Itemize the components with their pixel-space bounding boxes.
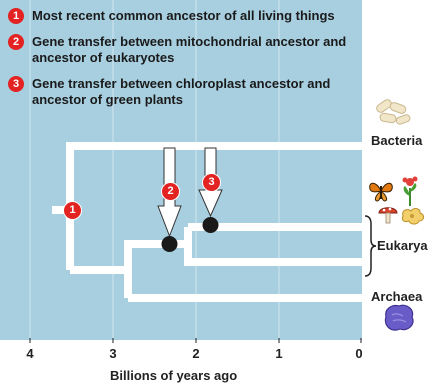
- marker-2: 2: [161, 182, 180, 201]
- badge-1: 1: [8, 8, 24, 24]
- amoeba-icon: [400, 206, 426, 226]
- taxon-eukarya: Eukarya: [377, 238, 428, 253]
- badge-2: 2: [8, 34, 24, 50]
- mushroom-icon: [378, 204, 398, 224]
- butterfly-icon: [368, 180, 394, 202]
- legend-text-2: Gene transfer between mitochondrial ance…: [32, 34, 346, 65]
- taxon-bacteria: Bacteria: [371, 133, 422, 148]
- legend-item-1: 1 Most recent common ancestor of all liv…: [8, 8, 368, 24]
- x-tick-label-2: 2: [192, 346, 199, 361]
- archaea-cell-icon: [382, 303, 416, 333]
- legend-item-3: 3 Gene transfer between chloroplast ance…: [8, 76, 368, 108]
- legend-text-1: Most recent common ancestor of all livin…: [32, 8, 335, 23]
- legend-text-3: Gene transfer between chloroplast ancest…: [32, 76, 330, 107]
- chloroplast-node: [203, 217, 219, 233]
- badge-3: 3: [8, 76, 24, 92]
- x-tick-label-4: 4: [26, 346, 33, 361]
- plant-flower-icon: [399, 176, 421, 206]
- axis-ticks: [0, 338, 362, 344]
- legend: 1 Most recent common ancestor of all liv…: [8, 8, 368, 118]
- x-tick-label-0: 0: [355, 346, 362, 361]
- bacteria-cells-icon: [372, 96, 412, 130]
- x-tick-label-3: 3: [109, 346, 116, 361]
- mitochondria-node: [162, 236, 178, 252]
- x-tick-label-1: 1: [275, 346, 282, 361]
- eukarya-bracket: [363, 214, 377, 278]
- taxon-archaea: Archaea: [371, 289, 422, 304]
- x-axis-label: Billions of years ago: [110, 368, 237, 383]
- marker-1: 1: [63, 201, 82, 220]
- legend-item-2: 2 Gene transfer between mitochondrial an…: [8, 34, 368, 66]
- marker-3: 3: [202, 173, 221, 192]
